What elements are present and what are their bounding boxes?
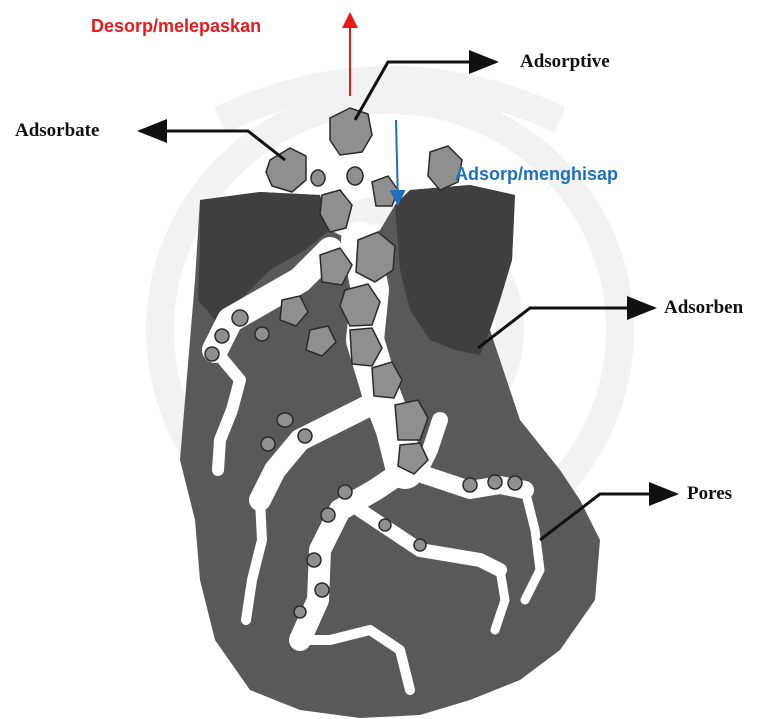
adsorbate-label: Adsorbate: [15, 121, 99, 140]
adsorben-label: Adsorben: [664, 298, 743, 317]
desorp-label: Desorp/melepaskan: [91, 17, 261, 35]
adsorptive-label: Adsorptive: [520, 52, 610, 71]
adsorp-label: Adsorp/menghisap: [455, 165, 618, 183]
pores-label: Pores: [687, 484, 732, 503]
